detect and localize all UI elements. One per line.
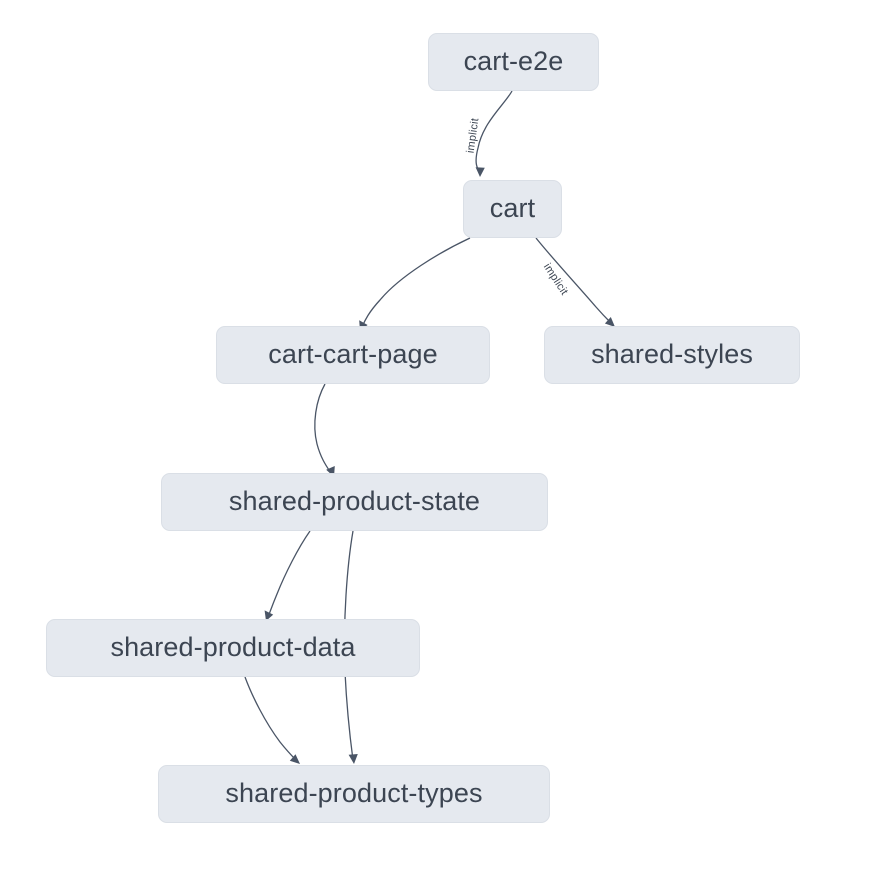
- edge-path: [314, 383, 332, 474]
- edge-path: [244, 676, 297, 761]
- edge-path: [535, 237, 612, 324]
- edge-label-implicit: implicit: [465, 117, 482, 154]
- node-label: cart: [489, 192, 536, 223]
- node-cart-e2e[interactable]: cart-e2e: [428, 33, 599, 91]
- arrowhead-icon: [289, 754, 300, 764]
- edge-path: [267, 530, 311, 618]
- node-cart[interactable]: cart: [463, 180, 562, 238]
- node-shared-product-state[interactable]: shared-product-state: [161, 473, 548, 531]
- edge-cart-e2e-to-cart[interactable]: implicit: [465, 90, 513, 177]
- node-label: shared-product-state: [228, 485, 481, 516]
- node-label: shared-product-types: [225, 777, 483, 808]
- node-shared-product-data[interactable]: shared-product-data: [46, 619, 420, 677]
- arrowhead-icon: [348, 754, 358, 764]
- edge-cart-cart-page-to-shared-product-state[interactable]: [314, 383, 335, 477]
- edge-cart-to-shared-styles[interactable]: implicit: [535, 237, 615, 327]
- edge-shared-product-data-to-shared-product-types[interactable]: [244, 676, 300, 764]
- node-label: cart-cart-page: [268, 338, 438, 369]
- arrowhead-icon: [475, 167, 485, 177]
- node-cart-cart-page[interactable]: cart-cart-page: [216, 326, 490, 384]
- node-shared-styles[interactable]: shared-styles: [544, 326, 800, 384]
- edge-shared-product-state-to-shared-product-data[interactable]: [264, 530, 311, 621]
- edge-cart-to-cart-cart-page[interactable]: [359, 237, 471, 331]
- edge-path: [361, 237, 471, 328]
- node-label: shared-styles: [591, 338, 753, 369]
- node-label: shared-product-data: [110, 631, 356, 662]
- edge-path: [475, 90, 513, 174]
- edge-label-implicit: implicit: [541, 261, 570, 297]
- node-shared-product-types[interactable]: shared-product-types: [158, 765, 550, 823]
- node-label: cart-e2e: [463, 45, 564, 76]
